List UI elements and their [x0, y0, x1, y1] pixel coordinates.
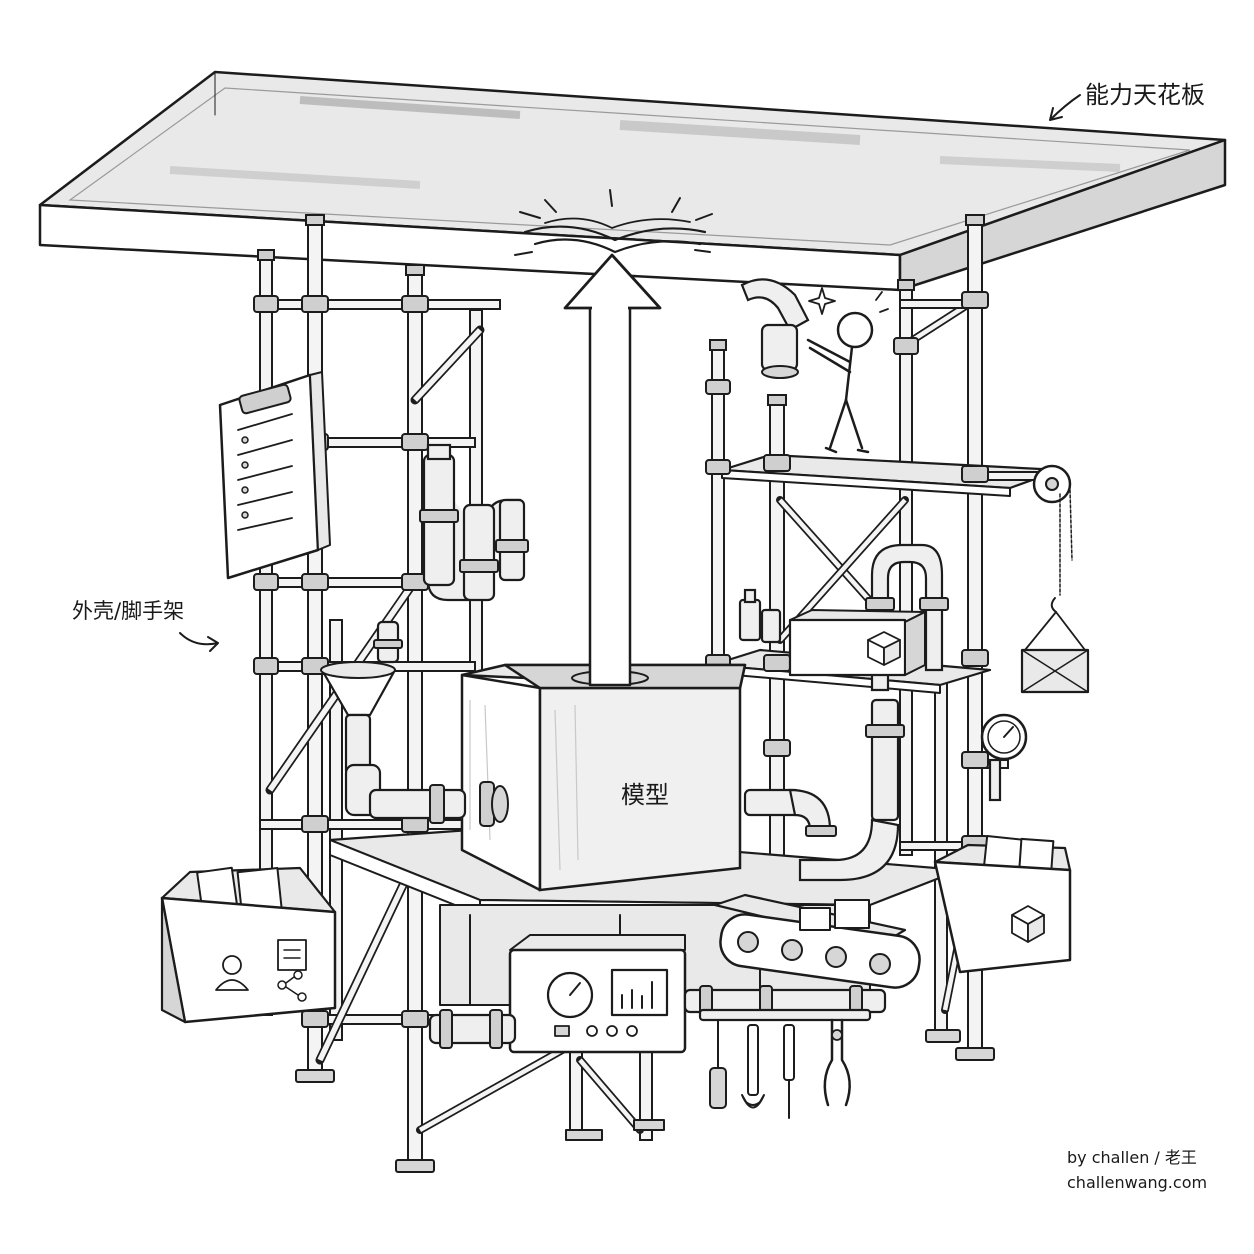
credit-site: challenwang.com — [1067, 1173, 1207, 1192]
wrench-icon — [741, 1024, 765, 1109]
model-cube: 模型 — [460, 663, 747, 892]
bar-chart-icon — [610, 968, 669, 1017]
arrow-up-icon — [563, 253, 662, 687]
platform-crate — [738, 588, 926, 677]
credit-author: by challen / 老王 — [1067, 1148, 1197, 1167]
gauge-icon — [980, 713, 1028, 802]
control-panel — [428, 934, 887, 1054]
conveyor-icon — [713, 893, 921, 989]
model-label: 模型 — [621, 781, 669, 809]
right-bin — [933, 835, 1072, 974]
ceiling-pointer-arrow — [1049, 94, 1081, 121]
tool-rail — [698, 1008, 872, 1022]
left-bin — [160, 866, 337, 1024]
ceiling-slab — [38, 70, 1227, 292]
screwdriver-icon — [783, 1024, 795, 1119]
network-icon — [277, 970, 307, 1002]
pliers-icon — [823, 1018, 851, 1107]
gauge-icon — [546, 971, 594, 1019]
impact-mark — [514, 189, 713, 256]
scaffold-right — [705, 214, 1062, 1061]
shell-label: 外壳/脚手架 — [72, 599, 184, 623]
cube-icon — [867, 631, 901, 666]
cube-icon — [1011, 905, 1045, 943]
document-icon — [277, 939, 307, 971]
left-pipes — [320, 443, 529, 827]
shell-pointer-arrow — [179, 632, 219, 652]
sparkle-icon — [808, 287, 836, 315]
screwdriver-icon — [709, 1019, 727, 1109]
person-icon — [215, 955, 249, 991]
stick-figure-icon — [806, 291, 889, 454]
pulley-icon — [1024, 464, 1086, 651]
clipboard-icon — [218, 371, 331, 580]
hanging-crate — [1020, 648, 1090, 694]
ceiling-label: 能力天花板 — [1085, 81, 1205, 109]
